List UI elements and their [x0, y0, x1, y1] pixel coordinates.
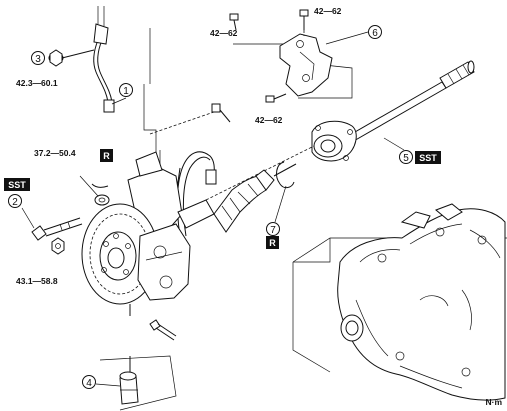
callout-6-number: 6 [372, 28, 378, 39]
bolt-3 [48, 49, 95, 67]
callout-2-number: 2 [12, 197, 18, 208]
torque-label-bracket-bolt-left: 42—62 [210, 28, 238, 38]
transaxle-case [292, 203, 507, 401]
bolt-2 [31, 217, 83, 241]
torque-unit-label: N·m [485, 397, 502, 407]
sst-tag-left: SST [4, 178, 30, 191]
support-bracket [229, 9, 353, 103]
torque-label-bolt-3: 42.3—60.1 [16, 78, 58, 88]
r-tag-upper-text: R [103, 151, 110, 161]
sst-tag-left-text: SST [8, 180, 26, 190]
caliper-bolt [149, 319, 177, 341]
callout-5-number: 5 [403, 153, 409, 164]
callout-4-number: 4 [86, 378, 92, 389]
torque-label-nut-lower: 43.1—58.8 [16, 276, 58, 286]
nut-lower [51, 237, 65, 255]
callout-6: 6 [368, 25, 382, 39]
callout-2: 2 [8, 194, 22, 208]
r-tag-lower-text: R [269, 238, 276, 248]
abs-sensor-harness [93, 6, 231, 123]
callout-4: 4 [82, 375, 96, 389]
torque-label-bracket-bolt-bottom: 42—62 [255, 115, 283, 125]
sst-tag-right: SST [415, 151, 441, 164]
callout-1-number: 1 [123, 86, 129, 97]
sst-tag-right-text: SST [419, 153, 437, 163]
torque-label-bracket-bolt-top: 42—62 [314, 6, 342, 16]
callout-1: 1 [119, 83, 133, 97]
r-tag-upper: R [100, 149, 113, 162]
lower-arm [99, 355, 177, 411]
callout-3-number: 3 [35, 54, 41, 65]
cv-joint-boot [213, 163, 297, 233]
callout-3: 3 [31, 51, 45, 65]
callout-5: 5 [399, 150, 413, 164]
torque-label-nut-upper: 37.2—50.4 [34, 148, 76, 158]
drive-shaft [311, 60, 475, 162]
knuckle-brake-assembly [81, 151, 215, 316]
retaining-clip [276, 161, 295, 189]
r-tag-lower: R [266, 236, 279, 249]
leader-lines [21, 31, 405, 387]
callout-7-number: 7 [270, 225, 276, 236]
nut-upper [79, 175, 110, 206]
callout-7: 7 [266, 222, 280, 236]
